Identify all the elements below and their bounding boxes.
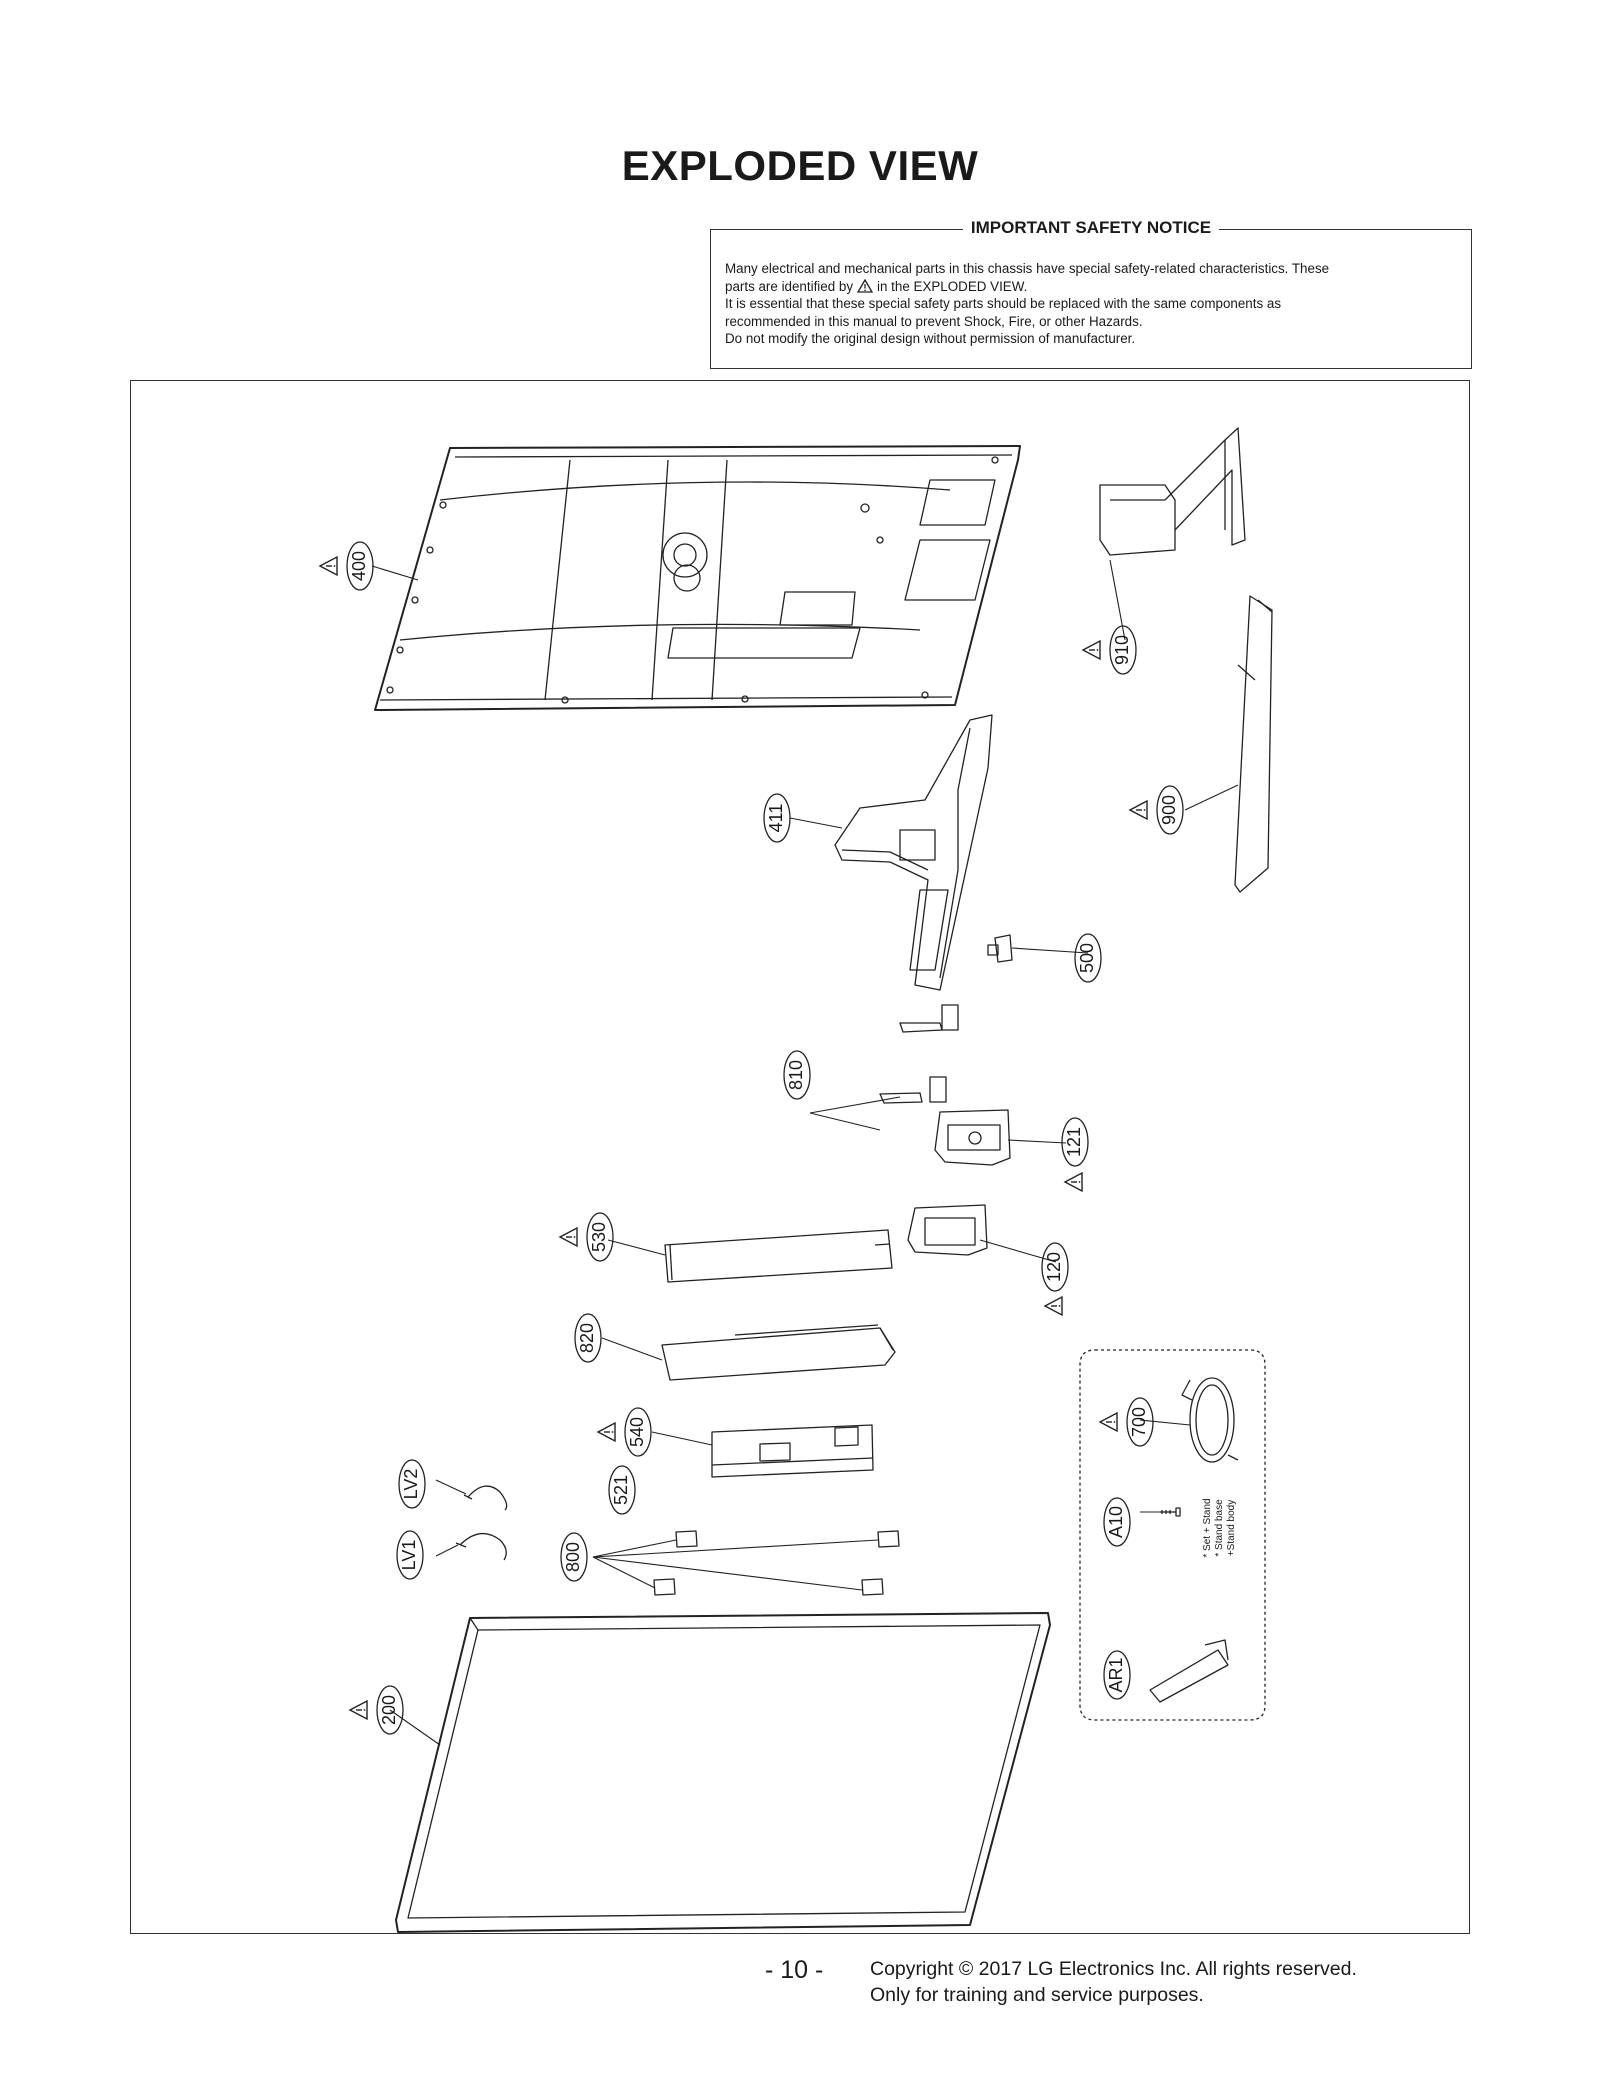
stand-base-drawing — [1234, 595, 1273, 893]
part-label: 120 — [1044, 1252, 1064, 1282]
part-label: 521 — [611, 1475, 631, 1505]
notice-line: recommended in this manual to prevent Sh… — [725, 313, 1143, 329]
warning-triangle-icon — [1044, 1296, 1063, 1316]
part-label: 400 — [349, 551, 369, 581]
part-label: 900 — [1159, 795, 1179, 825]
back-cover-drawing — [374, 445, 1021, 711]
accessory-note: * Stand base — [1214, 1499, 1225, 1557]
part-label: AR1 — [1106, 1657, 1126, 1692]
stand-body-drawing — [1099, 427, 1246, 556]
page-title: EXPLODED VIEW — [621, 142, 979, 189]
part-label: 800 — [563, 1542, 583, 1572]
part-label: 121 — [1064, 1127, 1084, 1157]
accessory-note: +Stand body — [1226, 1500, 1237, 1556]
accessory-group-box — [1079, 1349, 1266, 1721]
warning-triangle-icon — [1099, 1412, 1118, 1432]
safety-notice-heading: IMPORTANT SAFETY NOTICE — [962, 218, 1220, 237]
warning-triangle-icon — [1129, 800, 1148, 820]
notice-line: It is essential that these special safet… — [725, 296, 1282, 311]
copyright-notice: Copyright © 2017 LG Electronics Inc. All… — [870, 1958, 1357, 2006]
leader-lines — [371, 559, 1239, 1746]
warning-triangle-icon — [1064, 1172, 1083, 1192]
part-label: 200 — [379, 1695, 399, 1725]
part-label: A10 — [1106, 1506, 1126, 1538]
lvds-cables-drawing — [455, 1485, 508, 1561]
part-label: 500 — [1077, 943, 1097, 973]
part-label: 540 — [627, 1417, 647, 1447]
warning-triangle-icon — [349, 1700, 368, 1720]
warning-triangle-icon — [857, 278, 874, 293]
part-label: 411 — [766, 804, 786, 833]
warning-triangle-icon — [1082, 640, 1101, 660]
power-cord-drawing — [1181, 1377, 1239, 1463]
exploded-view-frame — [130, 380, 1470, 1934]
screw-drawing — [1160, 1507, 1181, 1517]
part-810-brackets-drawing — [879, 1004, 959, 1104]
warning-triangle-icon — [319, 556, 338, 576]
part-label: LV1 — [399, 1540, 419, 1571]
part-500-drawing — [987, 934, 1013, 963]
warning-triangle-icon — [559, 1227, 578, 1247]
part-121-board-drawing — [934, 1109, 1011, 1166]
main-frame-bracket-drawing — [834, 714, 993, 991]
notice-line: Do not modify the original design withou… — [725, 331, 1136, 346]
part-120-board-drawing — [907, 1204, 988, 1256]
safety-notice-text: Many electrical and mechanical parts in … — [725, 260, 1457, 348]
part-800-brackets-drawing — [653, 1530, 900, 1596]
page-number: - 10 - — [765, 1956, 824, 1984]
part-540-521-board-drawing — [711, 1424, 874, 1478]
part-label: LV2 — [401, 1469, 421, 1500]
part-530-board-drawing — [664, 1229, 893, 1283]
part-balloons — [346, 541, 1184, 1735]
warning-triangle-icon — [597, 1422, 616, 1442]
remote-control-drawing — [1149, 1639, 1229, 1703]
part-label: 810 — [786, 1060, 806, 1090]
part-label: 820 — [577, 1323, 597, 1353]
part-label: 530 — [589, 1222, 609, 1252]
accessory-note: * Set + Stand — [1202, 1498, 1213, 1557]
safety-notice-box: IMPORTANT SAFETY NOTICE Many electrical … — [710, 218, 1472, 369]
part-820-shield-drawing — [661, 1324, 896, 1381]
part-label: 700 — [1129, 1407, 1149, 1437]
safety-warning-markers — [319, 556, 1148, 1720]
notice-line: Many electrical and mechanical parts in … — [725, 261, 1330, 276]
part-label: 910 — [1112, 635, 1132, 665]
display-panel-drawing — [395, 1612, 1051, 1933]
